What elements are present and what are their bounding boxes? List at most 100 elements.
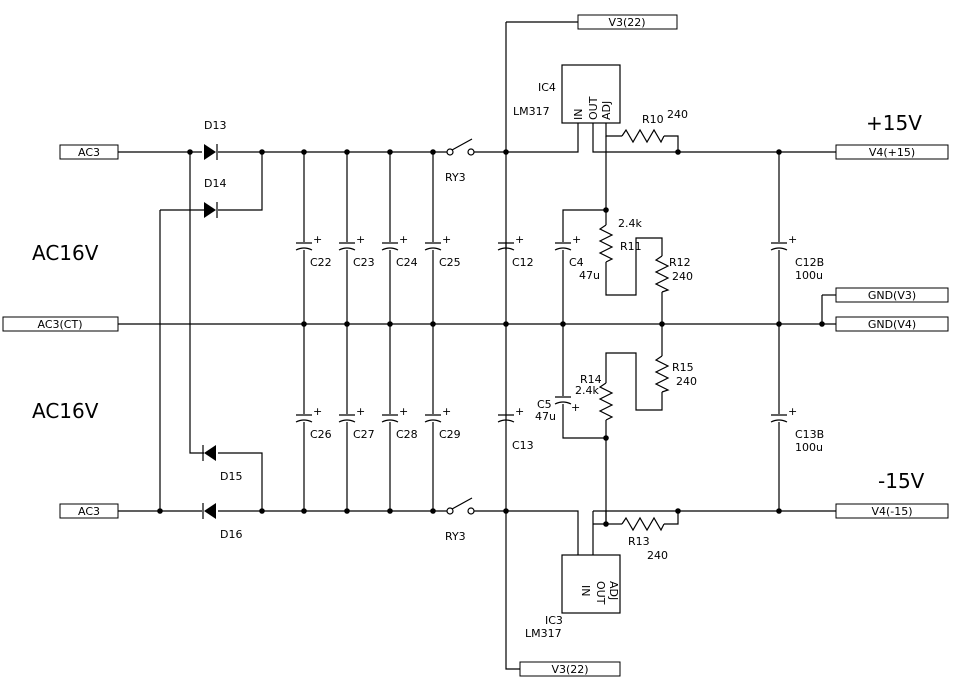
- svg-text:+: +: [515, 405, 524, 418]
- port-ac3-top: AC3: [59, 144, 119, 160]
- resistor-r13-label: R13: [628, 535, 650, 548]
- port-ac3-bot: AC3: [59, 503, 119, 519]
- port-ac3-ct: AC3(CT): [2, 316, 119, 332]
- capacitor-c25: + C25: [424, 233, 461, 269]
- capacitor-c27-label: C27: [353, 428, 375, 441]
- capacitor-c23-label: C23: [353, 256, 375, 269]
- resistor-r11-value: 2.4k: [618, 217, 642, 230]
- svg-text:+: +: [788, 233, 797, 246]
- port-gnd-v3-label: GND(V3): [868, 289, 916, 302]
- svg-text:+: +: [788, 405, 797, 418]
- capacitor-c27: + C27: [338, 405, 375, 441]
- ic3-pin-out: OUT: [594, 581, 607, 605]
- port-v3-top-label: V3(22): [608, 16, 645, 29]
- capacitor-c26: + C26: [295, 405, 332, 441]
- diode-d14: D14: [204, 177, 226, 218]
- svg-text:+: +: [399, 405, 408, 418]
- capacitor-c24: + C24: [381, 233, 418, 269]
- port-ac3-ct-label: AC3(CT): [38, 318, 83, 331]
- resistor-r15-label: R15: [672, 361, 694, 374]
- resistor-r13-value: 240: [647, 549, 668, 562]
- port-v3-bot: V3(22): [519, 661, 621, 677]
- port-gnd-v4-label: GND(V4): [868, 318, 916, 331]
- capacitor-c12b-value: 100u: [795, 269, 823, 282]
- ic4-regulator: IC4 LM317 IN OUT ADJ: [513, 64, 621, 124]
- resistor-r10-label: R10: [642, 113, 664, 126]
- junction-dots: [157, 149, 825, 527]
- resistor-r15: R15 240: [654, 355, 697, 393]
- port-gnd-v3: GND(V3): [835, 287, 949, 303]
- resistor-r13: R13 240: [621, 516, 668, 562]
- resistor-r12-label: R12: [669, 256, 691, 269]
- resistor-r14-label: R14: [580, 373, 602, 386]
- resistor-r14: R14 2.4k: [575, 373, 614, 421]
- resistor-r11: 2.4k R11: [598, 217, 642, 263]
- capacitor-c4-label: C4: [569, 256, 584, 269]
- diode-d14-label: D14: [204, 177, 226, 190]
- capacitor-c12b-label: C12B: [795, 256, 824, 269]
- ic4-pin-adj: ADJ: [600, 101, 613, 120]
- port-v4-neg-label: V4(-15): [871, 505, 912, 518]
- port-ac3-top-label: AC3: [78, 146, 100, 159]
- capacitor-c13: + C13: [497, 405, 534, 452]
- ic4-pin-in: IN: [572, 109, 585, 120]
- port-gnd-v4: GND(V4): [835, 316, 949, 332]
- heading-minus-15v: -15V: [878, 469, 925, 493]
- port-v4-pos-label: V4(+15): [869, 146, 915, 159]
- capacitor-c13b: + C13B 100u: [770, 405, 824, 454]
- ic4-label: IC4: [538, 81, 556, 94]
- svg-text:+: +: [442, 233, 451, 246]
- diode-d15: D15: [202, 445, 242, 483]
- resistor-r10-value: 240: [667, 108, 688, 121]
- capacitor-c28-label: C28: [396, 428, 418, 441]
- capacitor-c26-label: C26: [310, 428, 332, 441]
- svg-text:+: +: [313, 405, 322, 418]
- svg-text:+: +: [572, 233, 581, 246]
- heading-ac16v-top: AC16V: [32, 241, 99, 265]
- resistor-r12-value: 240: [672, 270, 693, 283]
- ic3-pin-adj: ADJ: [607, 581, 620, 600]
- resistor-r11-label: R11: [620, 240, 642, 253]
- svg-text:+: +: [356, 233, 365, 246]
- capacitor-c5-label: C5: [537, 398, 552, 411]
- diode-d15-label: D15: [220, 470, 242, 483]
- capacitor-c12-label: C12: [512, 256, 534, 269]
- diode-d16: D16: [202, 503, 242, 541]
- diode-d13: D13: [204, 119, 226, 160]
- capacitor-c4: + C4 47u: [554, 233, 600, 282]
- svg-text:+: +: [356, 405, 365, 418]
- ic3-regulator: IC3 LM317 IN OUT ADJ: [525, 554, 621, 640]
- port-ac3-bot-label: AC3: [78, 505, 100, 518]
- diode-d13-label: D13: [204, 119, 226, 132]
- capacitor-c12: + C12: [497, 233, 534, 269]
- capacitor-c28: + C28: [381, 405, 418, 441]
- ic3-label: IC3: [545, 614, 563, 627]
- capacitor-c22: + C22: [295, 233, 332, 269]
- capacitor-c23: + C23: [338, 233, 375, 269]
- svg-text:+: +: [442, 405, 451, 418]
- capacitor-c22-label: C22: [310, 256, 332, 269]
- capacitor-c12b: + C12B 100u: [770, 233, 824, 282]
- ic3-part: LM317: [525, 627, 562, 640]
- relay-ry3-bot-label: RY3: [445, 530, 466, 543]
- relay-ry3-top-label: RY3: [445, 171, 466, 184]
- port-v3-top: V3(22): [577, 14, 678, 30]
- resistor-r15-value: 240: [676, 375, 697, 388]
- port-v4-neg: V4(-15): [835, 503, 949, 519]
- diode-d16-label: D16: [220, 528, 242, 541]
- relay-ry3-top: RY3: [445, 138, 475, 184]
- capacitor-c13b-value: 100u: [795, 441, 823, 454]
- svg-text:+: +: [571, 401, 580, 414]
- capacitor-c5-value: 47u: [535, 410, 556, 423]
- capacitor-c13-label: C13: [512, 439, 534, 452]
- port-v4-pos: V4(+15): [835, 144, 949, 160]
- resistor-r12: R12 240: [654, 255, 693, 293]
- svg-text:+: +: [399, 233, 408, 246]
- capacitor-c4-value: 47u: [579, 269, 600, 282]
- resistor-r14-value: 2.4k: [575, 384, 599, 397]
- heading-plus-15v: +15V: [866, 111, 922, 135]
- heading-ac16v-bot: AC16V: [32, 399, 99, 423]
- ic3-pin-in: IN: [579, 585, 592, 596]
